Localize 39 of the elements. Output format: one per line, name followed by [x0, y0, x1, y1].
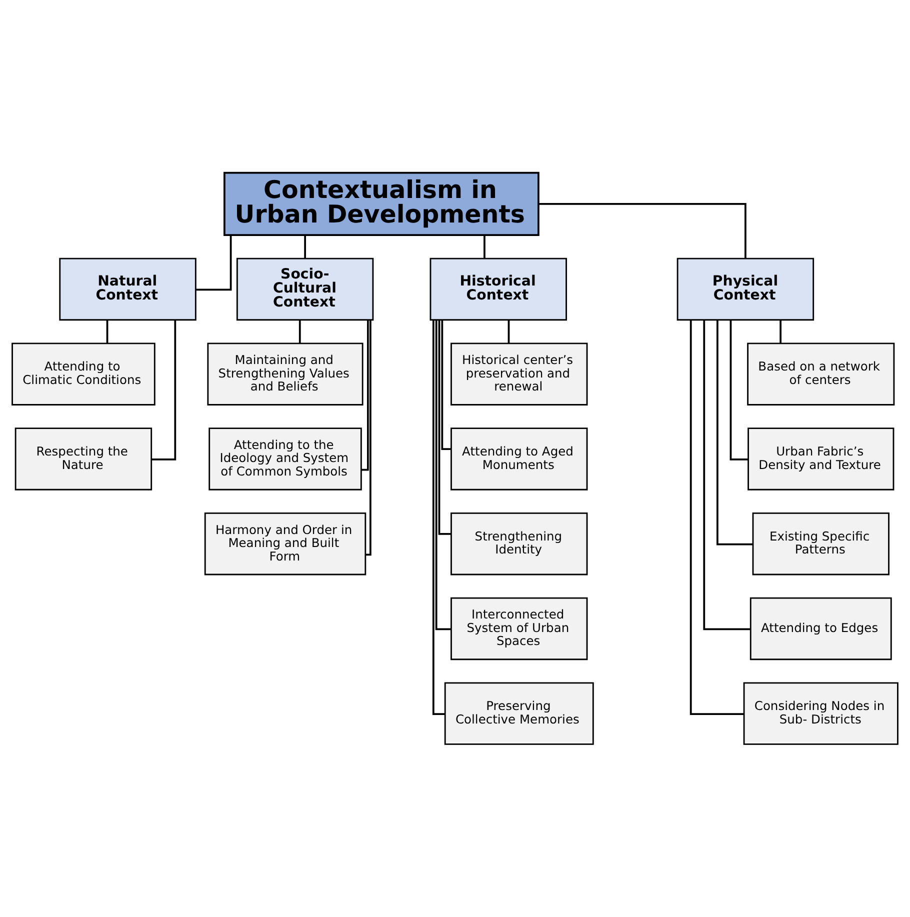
- connector: [730, 320, 748, 460]
- node-box: Maintaining and Strengthening Values and Beliefs: [207, 342, 364, 406]
- connector: [780, 320, 782, 344]
- node-box: Urban Fabric’s Density and Texture: [748, 428, 894, 490]
- connector: [152, 320, 176, 460]
- connector: [438, 320, 452, 535]
- node-box: Preserving Collective Memories: [444, 682, 594, 745]
- connector: [366, 320, 372, 556]
- node-box: Interconnected System of Urban Spaces: [450, 597, 588, 660]
- connector: [106, 320, 108, 344]
- node-box: Contextualism in Urban Developments: [224, 172, 540, 236]
- node-box: Historical center’s preservation and renewal: [450, 342, 588, 406]
- connector: [298, 320, 301, 344]
- node-box: Based on a network of centers: [747, 342, 895, 406]
- node-box: Historical Context: [430, 258, 567, 321]
- node-box: Attending to Climatic Conditions: [12, 342, 156, 406]
- node-box: Natural Context: [59, 258, 196, 321]
- node-box: Strengthening Identity: [450, 512, 588, 576]
- connector: [703, 320, 751, 630]
- node-box: Existing Specific Patterns: [752, 512, 890, 576]
- connector: [690, 320, 744, 715]
- node-box: Physical Context: [676, 258, 814, 321]
- connector: [432, 320, 445, 715]
- connector: [484, 235, 486, 258]
- connector: [538, 202, 746, 258]
- node-box: Considering Nodes in Sub- Districts: [743, 682, 898, 745]
- connector: [361, 320, 369, 471]
- node-box: Attending to Edges: [750, 597, 892, 660]
- node-box: Socio- Cultural Context: [236, 258, 374, 321]
- node-box: Attending to Aged Monuments: [450, 428, 588, 490]
- connector: [304, 235, 306, 258]
- connector: [441, 320, 451, 450]
- node-box: Harmony and Order in Meaning and Built Form: [204, 512, 366, 576]
- connector: [435, 320, 452, 630]
- node-box: Attending to the Ideology and System of Common Symbols: [208, 428, 362, 490]
- node-box: Respecting the Nature: [14, 428, 152, 490]
- connector: [508, 320, 510, 344]
- connector: [196, 235, 232, 291]
- connector: [716, 320, 753, 546]
